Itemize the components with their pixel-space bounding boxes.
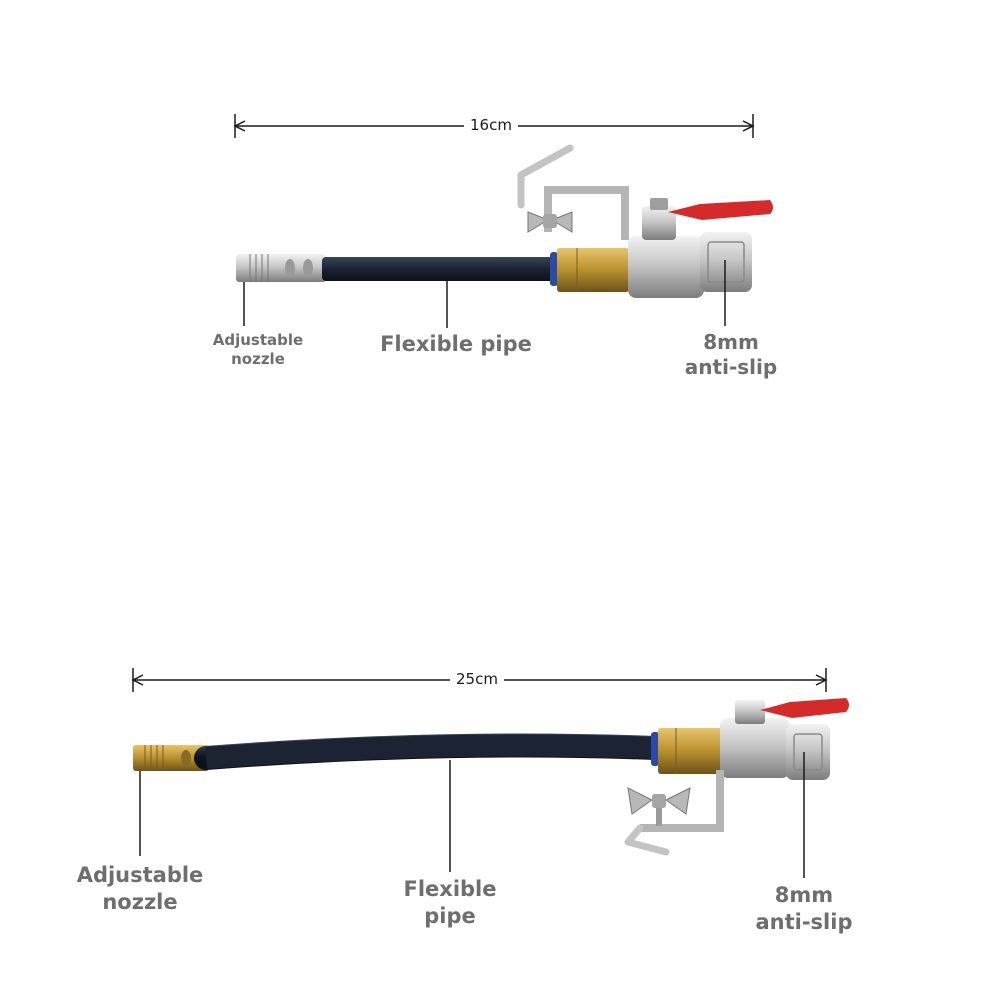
- brass-fitting-top: [557, 248, 629, 292]
- flexible-pipe-top: [322, 257, 554, 281]
- sealing-ring-bottom: [651, 732, 659, 766]
- pointer-lines-top: [243, 260, 726, 328]
- tool-top: [236, 144, 773, 298]
- label-8mm-antislip-bottom: 8mm anti-slip: [755, 883, 853, 934]
- sealing-ring-top: [550, 252, 558, 286]
- label-adjustable-nozzle-top: Adjustable nozzle: [212, 331, 304, 368]
- antislip-fitting-bottom: [786, 724, 830, 780]
- label-flexible-pipe-top: Flexible pipe: [380, 332, 532, 356]
- ball-valve-bottom: [720, 718, 790, 778]
- adjustable-nozzle-bottom: [133, 745, 209, 771]
- dimension-label-bottom: 25cm: [450, 670, 504, 688]
- bracket-bottom: [640, 770, 724, 832]
- wing-nut-bottom: [627, 787, 691, 826]
- antislip-fitting-top: [700, 232, 752, 292]
- tool-bottom: [133, 698, 849, 856]
- label-flexible-pipe-bottom: Flexible pipe: [403, 877, 497, 928]
- adjustable-nozzle-top: [236, 254, 326, 282]
- brass-fitting-bottom: [658, 728, 722, 774]
- bracket-top: [544, 186, 629, 240]
- dimension-label-top: 16cm: [464, 116, 518, 134]
- label-adjustable-nozzle-bottom: Adjustable nozzle: [76, 863, 204, 914]
- ball-valve-top: [628, 236, 704, 298]
- valve-handle-top: [668, 200, 773, 220]
- label-8mm-antislip-top: 8mm anti-slip: [684, 330, 778, 379]
- valve-handle-bottom: [760, 698, 849, 718]
- wing-nut-top: [527, 211, 573, 233]
- pointer-lines-bottom: [139, 752, 805, 878]
